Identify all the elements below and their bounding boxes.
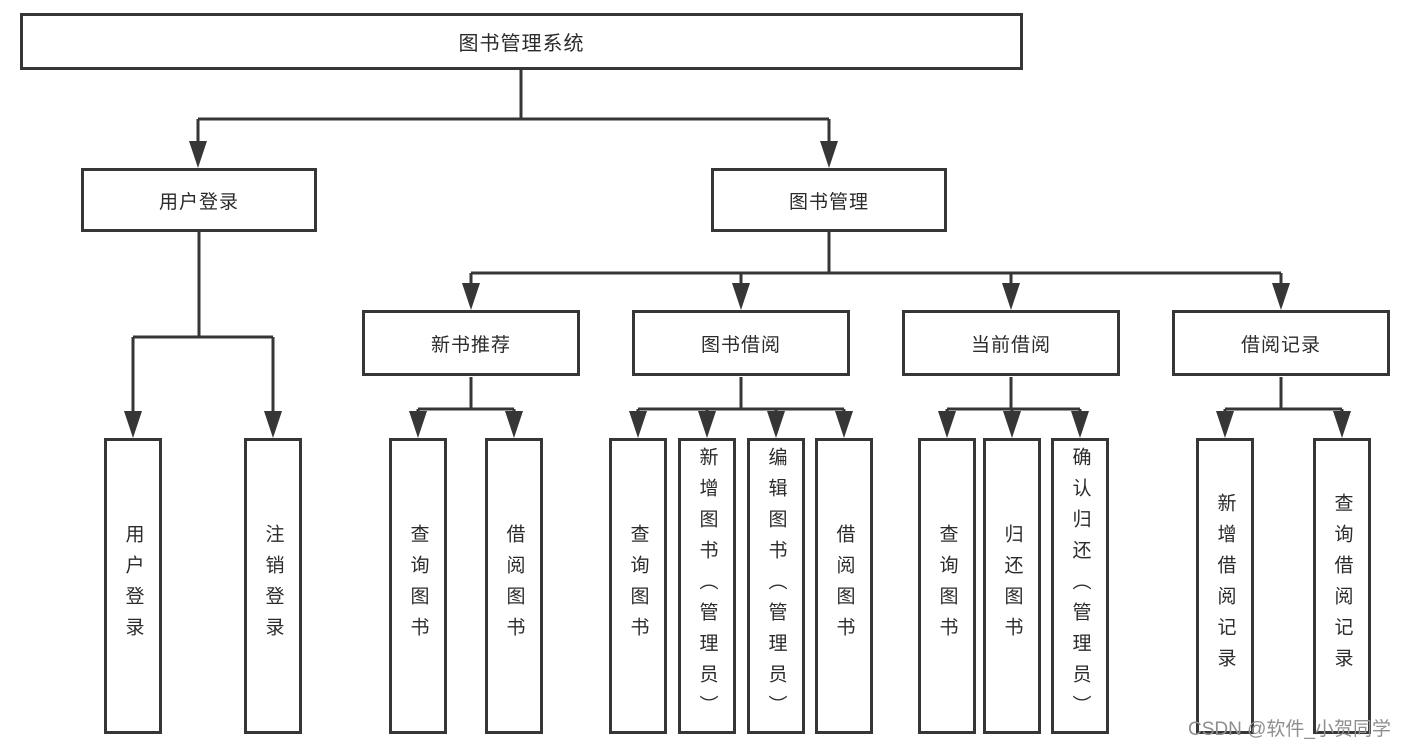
leaf-query-books-recommend: 查询图书: [389, 438, 447, 734]
node-label: 查询图书: [627, 524, 649, 648]
node-book-management: 图书管理: [711, 168, 947, 232]
leaf-query-borrow-record: 查询借阅记录: [1313, 438, 1371, 734]
node-label: 查询图书: [407, 524, 429, 648]
leaf-edit-books-admin: 编辑图书（管理员）: [747, 438, 805, 734]
node-label: 借阅图书: [833, 524, 855, 648]
node-label: 借阅记录: [1240, 334, 1321, 356]
leaf-query-books-borrow: 查询图书: [609, 438, 667, 734]
node-label: 用户登录: [158, 191, 239, 213]
node-label: 新增图书（管理员）: [696, 446, 718, 726]
leaf-borrow-books-recommend: 借阅图书: [485, 438, 543, 734]
leaf-add-borrow-record: 新增借阅记录: [1196, 438, 1254, 734]
node-label: 查询图书: [936, 524, 958, 648]
node-label: 注销登录: [262, 524, 284, 648]
node-label: 图书借阅: [700, 334, 781, 356]
node-user-login: 用户登录: [81, 168, 317, 232]
node-label: 查询借阅记录: [1331, 493, 1353, 679]
leaf-borrow-books: 借阅图书: [815, 438, 873, 734]
leaf-confirm-return-admin: 确认归还（管理员）: [1051, 438, 1109, 734]
node-label: 图书管理系统: [458, 33, 585, 55]
node-current-borrow: 当前借阅: [902, 310, 1120, 376]
node-label: 当前借阅: [970, 334, 1051, 356]
leaf-query-books-current: 查询图书: [918, 438, 976, 734]
leaf-user-login: 用户登录: [104, 438, 162, 734]
node-label: 用户登录: [122, 524, 144, 648]
leaf-return-books: 归还图书: [983, 438, 1041, 734]
leaf-add-books-admin: 新增图书（管理员）: [678, 438, 736, 734]
csdn-watermark: CSDN @软件_小贺同学: [1188, 719, 1391, 740]
node-label: 归还图书: [1001, 524, 1023, 648]
node-label: 确认归还（管理员）: [1069, 446, 1091, 726]
node-new-book-recommend: 新书推荐: [362, 310, 580, 376]
node-label: 新增借阅记录: [1214, 493, 1236, 679]
node-label: 新书推荐: [430, 334, 511, 356]
leaf-logout: 注销登录: [244, 438, 302, 734]
node-book-borrow: 图书借阅: [632, 310, 850, 376]
node-label: 借阅图书: [503, 524, 525, 648]
node-label: 编辑图书（管理员）: [765, 446, 787, 726]
node-root-library-system: 图书管理系统: [20, 13, 1023, 70]
node-label: 图书管理: [788, 191, 869, 213]
node-borrow-record: 借阅记录: [1172, 310, 1390, 376]
